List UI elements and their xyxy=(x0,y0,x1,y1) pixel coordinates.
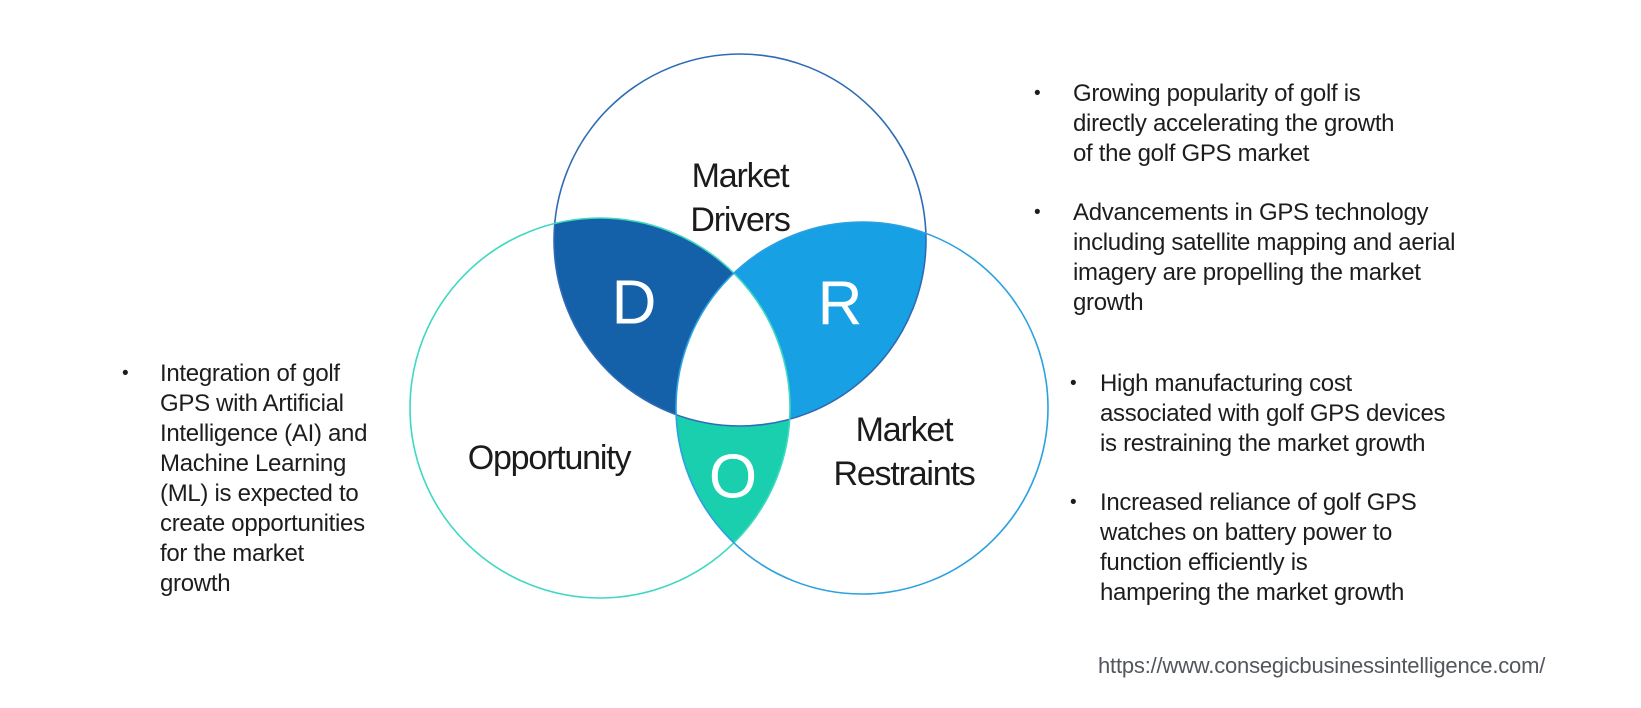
list-item: • Integration of golf GPS with Artificia… xyxy=(122,359,422,599)
bullet-icon: • xyxy=(122,363,129,384)
drivers-circle-outline xyxy=(553,53,927,427)
list-item: • Advancements in GPS technology includi… xyxy=(1034,198,1514,318)
bullet-text: Advancements in GPS technology including… xyxy=(1073,199,1456,316)
list-item: • High manufacturing cost associated wit… xyxy=(1070,369,1530,459)
list-item: • Increased reliance of golf GPS watches… xyxy=(1070,488,1530,608)
bullet-icon: • xyxy=(1034,83,1041,104)
restraints-circle-outline xyxy=(675,221,1049,595)
bullet-text: Increased reliance of golf GPS watches o… xyxy=(1100,489,1417,606)
bullet-text: High manufacturing cost associated with … xyxy=(1100,370,1446,457)
restraint-notes-panel: • High manufacturing cost associated wit… xyxy=(1070,369,1530,608)
drivers-letter: D xyxy=(612,269,657,338)
bullet-text: Growing popularity of golf is directly a… xyxy=(1073,80,1395,167)
bullet-icon: • xyxy=(1070,373,1077,394)
restraints-letter: R xyxy=(818,270,863,339)
opportunity-letter: O xyxy=(709,443,757,512)
opportunity-notes-panel: • Integration of golf GPS with Artificia… xyxy=(122,359,422,599)
restraints-circle-label: Market Restraints xyxy=(833,411,975,493)
opportunity-circle-outline xyxy=(409,217,791,599)
list-item: • Growing popularity of golf is directly… xyxy=(1034,79,1514,169)
bullet-icon: • xyxy=(1034,202,1041,223)
drivers-circle-label: Market Drivers xyxy=(690,157,790,239)
bullet-text: Integration of golf GPS with Artificial … xyxy=(160,360,368,597)
driver-notes-panel: • Growing popularity of golf is directly… xyxy=(1034,79,1514,318)
opportunity-circle-label: Opportunity xyxy=(467,439,632,477)
bullet-icon: • xyxy=(1070,492,1077,513)
source-url: https://www.consegicbusinessintelligence… xyxy=(1098,653,1546,678)
